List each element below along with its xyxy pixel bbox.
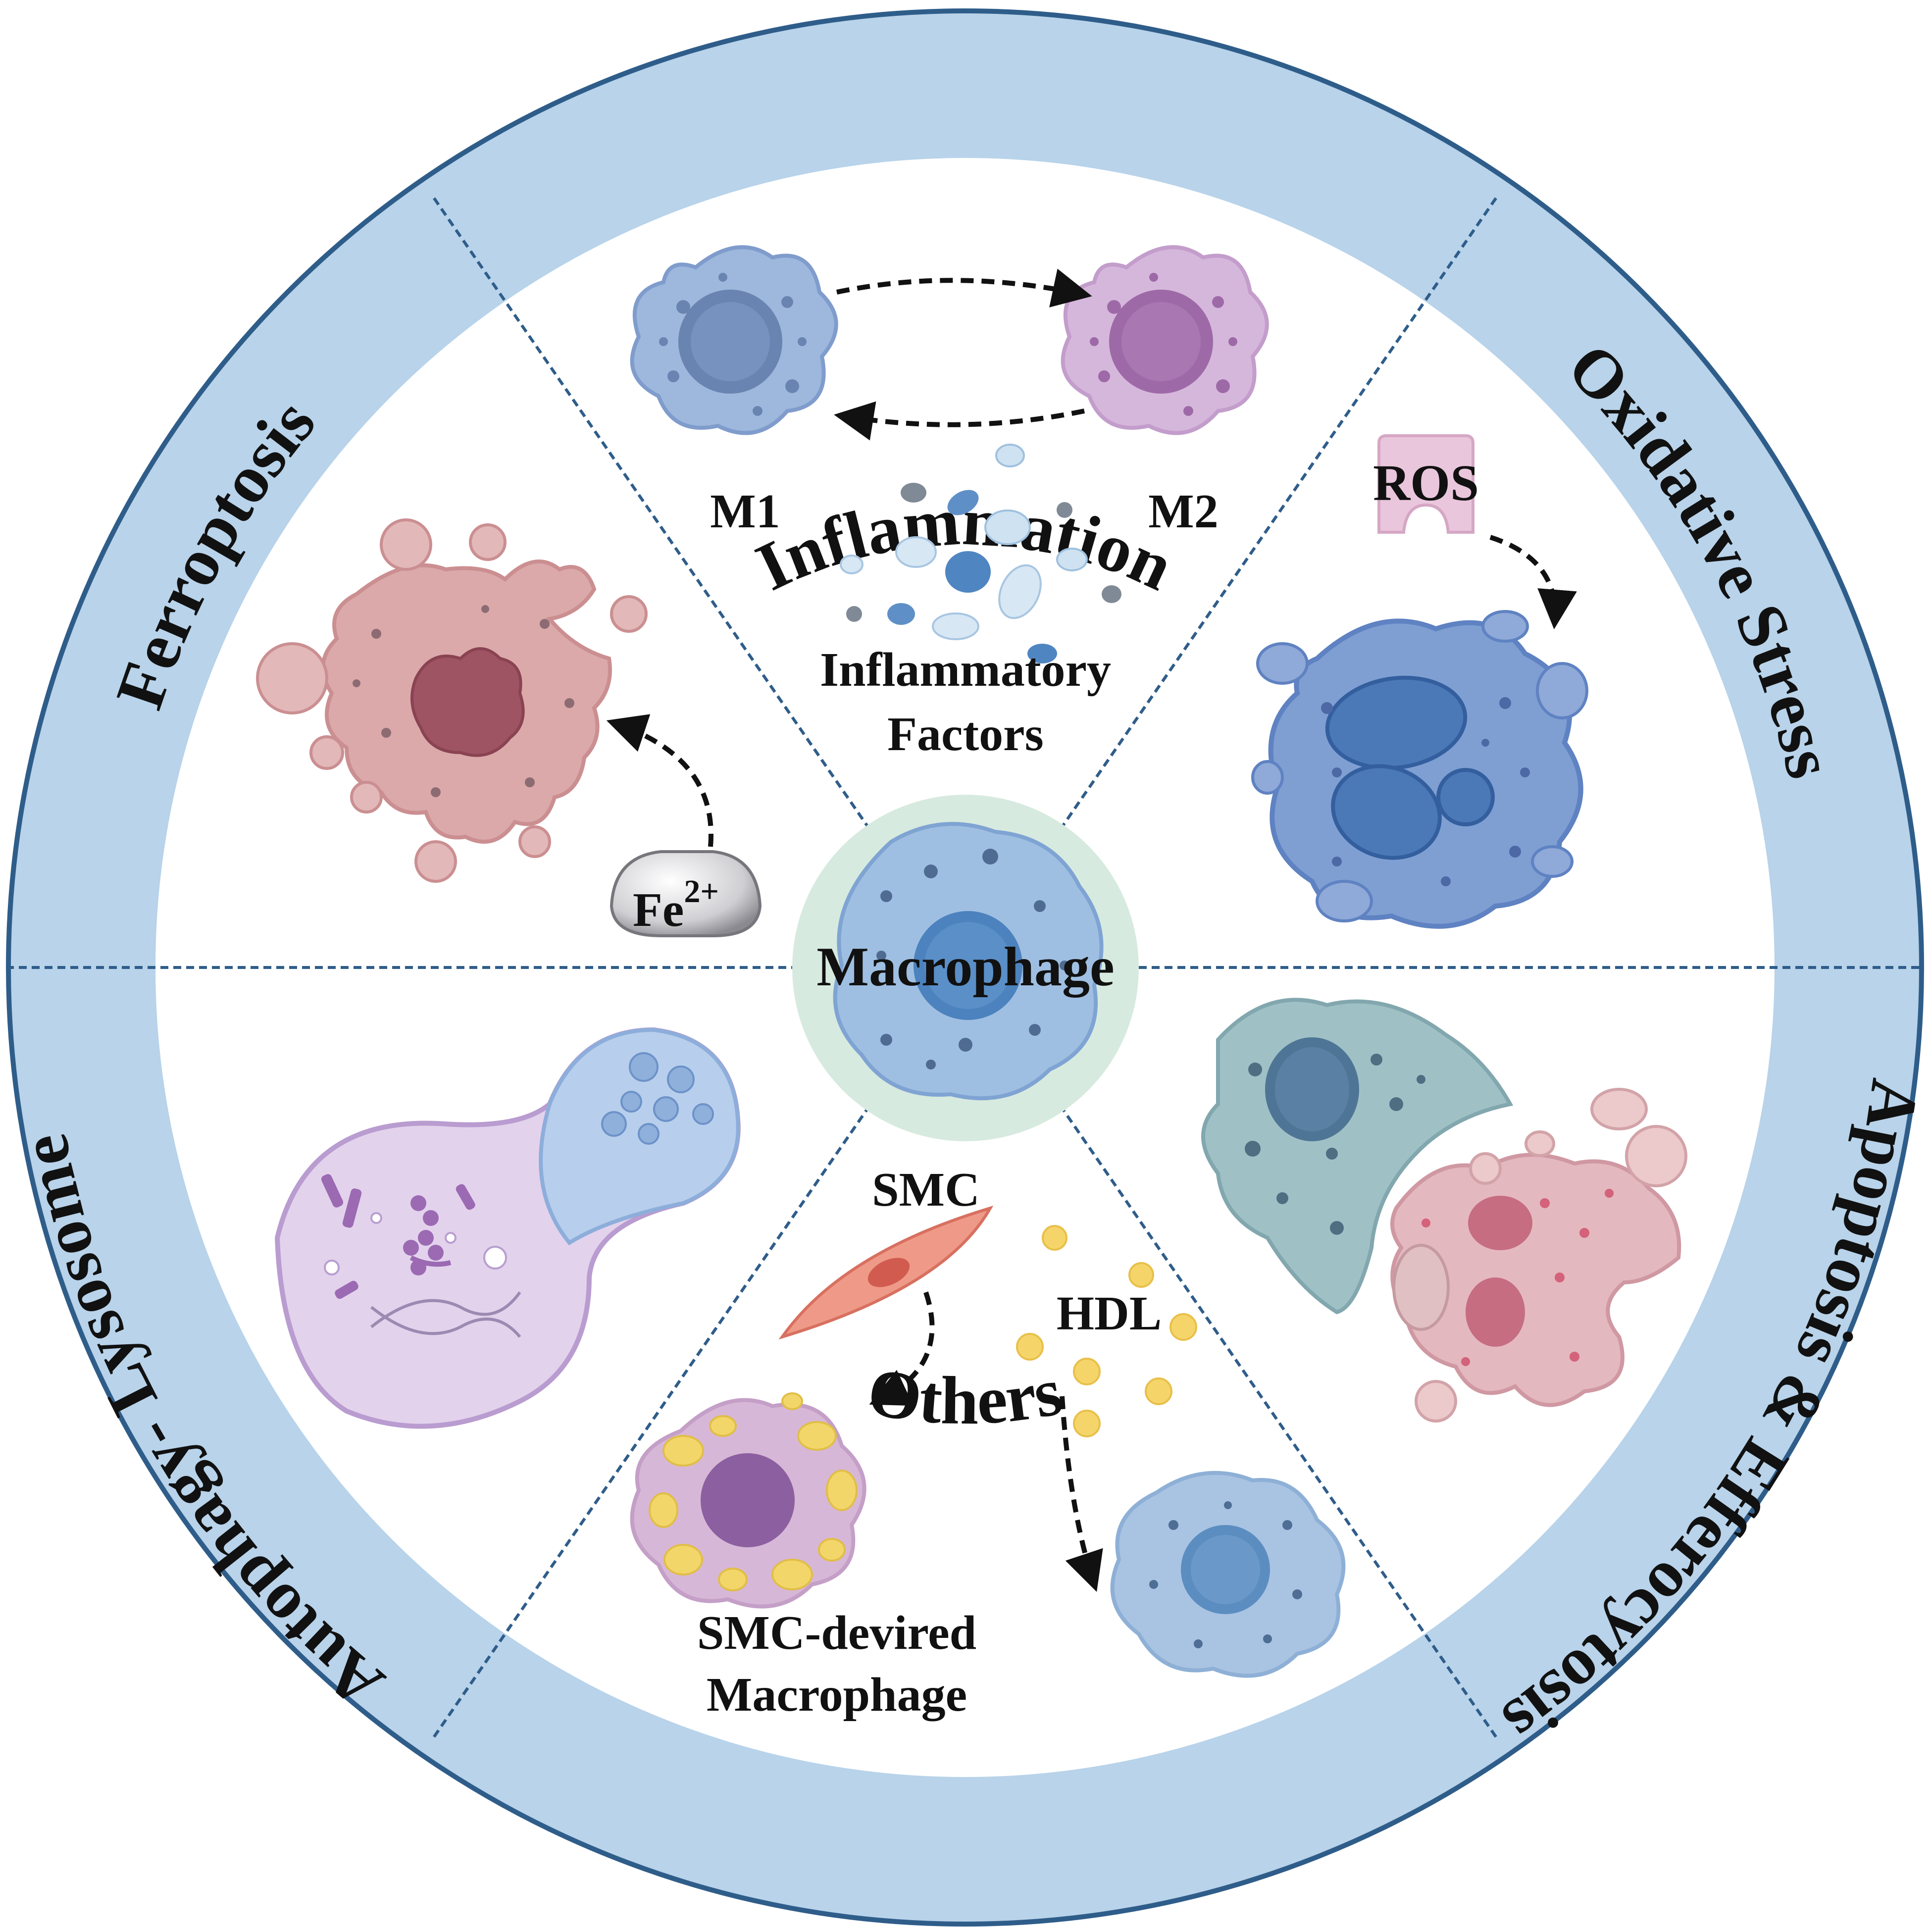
center-label-macrophage: Macrophage: [816, 936, 1114, 998]
efferocytosing-macrophage-icon: [1201, 998, 1514, 1315]
inflammatory-factors-icon: [840, 444, 1121, 663]
smc-arrow: [869, 1291, 935, 1406]
hdl-particles-icon: [1016, 1225, 1197, 1437]
inflammatory-factors-line1: Inflammatory: [820, 643, 1111, 697]
svg-text:Fe2+: Fe2+: [633, 873, 719, 937]
polarization-arrows: [834, 268, 1092, 441]
smc-derived-macrophage-icon: [630, 1392, 866, 1609]
hdl-arrow: [1060, 1396, 1103, 1592]
lipid-cleared-macrophage-icon: [1110, 1471, 1346, 1678]
ros-badge-icon: [1377, 434, 1474, 534]
section-title-others: Others: [863, 1353, 1067, 1438]
center-macrophage-icon: [792, 795, 1139, 1141]
m1-macrophage-icon: [630, 245, 838, 435]
fe-ion-icon: [609, 850, 762, 937]
hdl-label: HDL: [1057, 1287, 1162, 1340]
ferroptotic-cell-icon: [256, 518, 648, 883]
smc-icon: [778, 1205, 994, 1340]
autophagolysosome-icon: [274, 1027, 741, 1429]
smc-label: SMC: [872, 1163, 980, 1217]
m2-label: M2: [1148, 485, 1219, 538]
ros-label: ROS: [1373, 455, 1479, 511]
smc-derived-label-line1: SMC-devired: [697, 1606, 976, 1660]
inflammatory-factors-line2: Factors: [887, 708, 1044, 761]
fe-arrow: [606, 714, 713, 847]
apoptotic-cell-icon: [1390, 1088, 1687, 1423]
m2-macrophage-icon: [1061, 245, 1269, 435]
oxidative-stress-macrophage-icon: [1251, 610, 1588, 929]
svg-text:Others: Others: [863, 1353, 1067, 1438]
fe-label: Fe: [633, 883, 684, 937]
m1-label: M1: [710, 485, 780, 538]
smc-derived-label-line2: Macrophage: [707, 1668, 967, 1722]
fe-charge-superscript: 2+: [684, 873, 719, 910]
